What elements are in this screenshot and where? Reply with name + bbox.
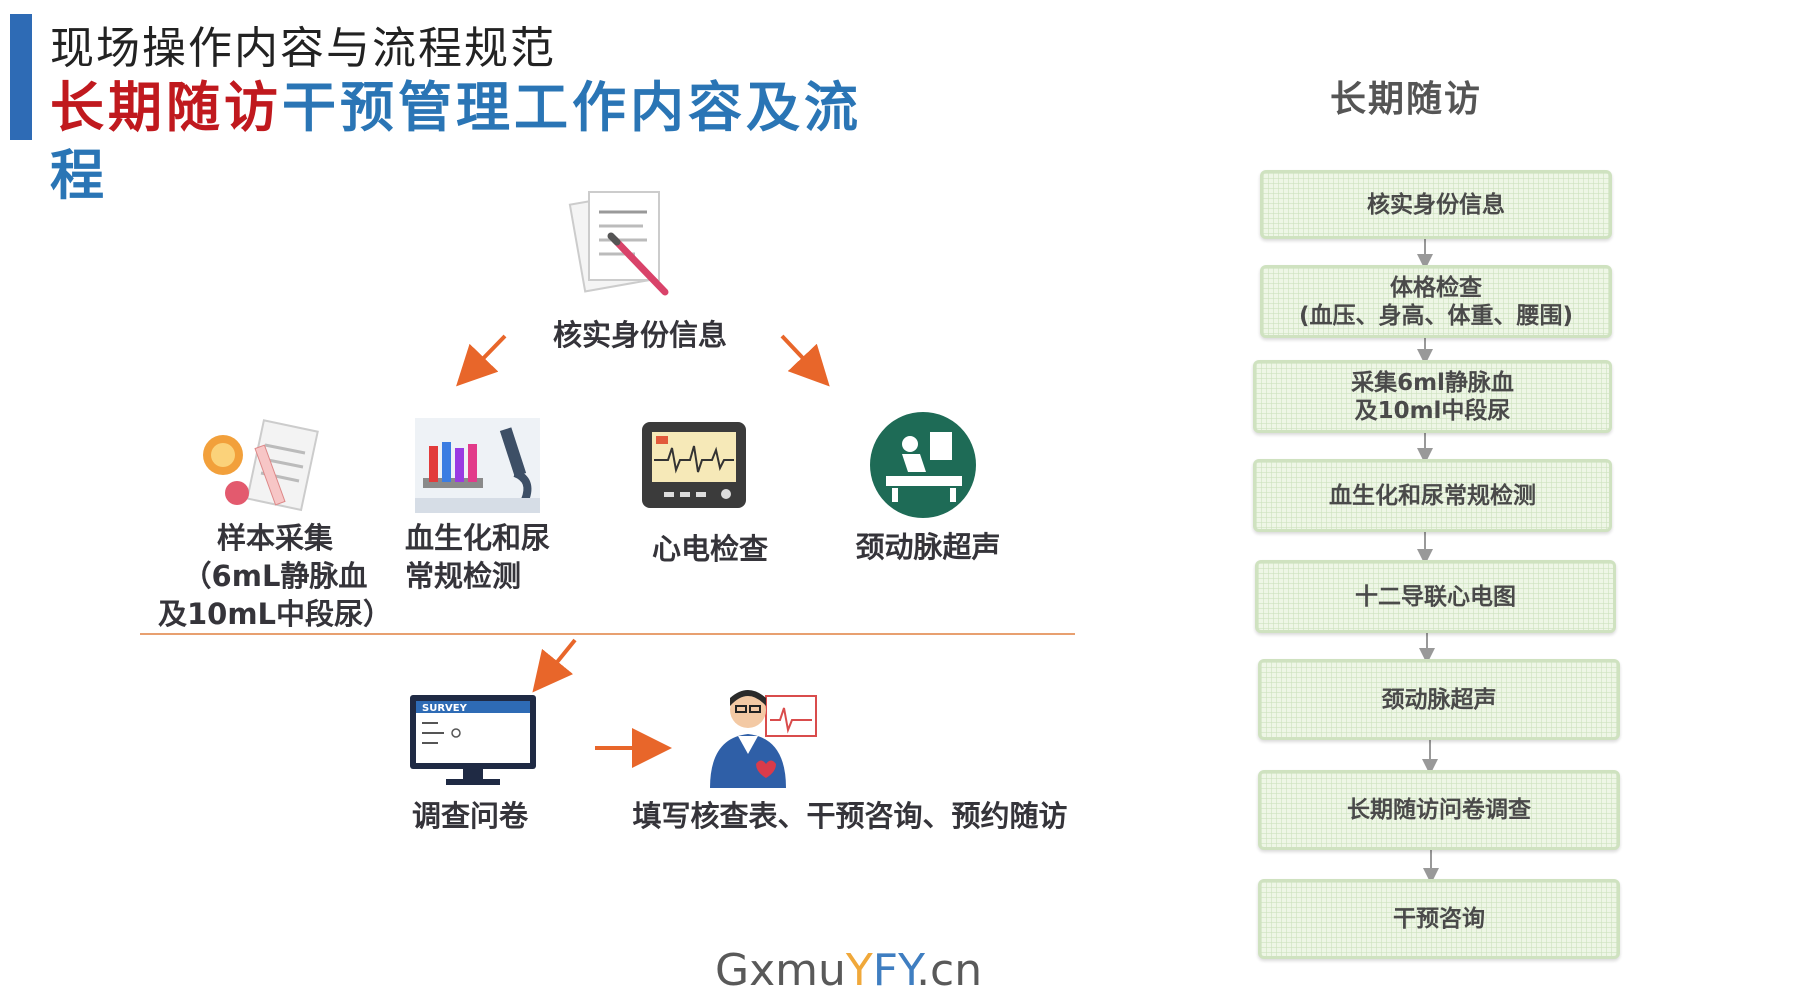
- diagram-connectors: [140, 334, 1075, 768]
- title-accent-bar: [10, 14, 32, 140]
- survey-screen-text: SURVEY: [422, 703, 468, 714]
- watermark-part2: Y: [845, 945, 873, 996]
- flow-step-7: 长期随访问卷调查: [1258, 770, 1620, 850]
- survey-monitor-icon: SURVEY: [410, 695, 536, 785]
- carotid-ultrasound-label: 颈动脉超声: [855, 530, 1001, 564]
- title-highlight: 长期随访: [50, 76, 282, 139]
- title-rest: 干预管理工作内容及流程: [50, 76, 862, 207]
- flow-step-3: 采集6ml静脉血 及10ml中段尿: [1253, 360, 1612, 433]
- flow-step-1: 核实身份信息: [1260, 170, 1612, 239]
- page-title: 长期随访干预管理工作内容及流程: [50, 74, 870, 210]
- arrow-to-survey: [532, 638, 577, 693]
- final-step-label: 填写核查表、干预咨询、预约随访: [632, 799, 1068, 833]
- doctor-heart-icon: [710, 690, 817, 788]
- page-subtitle: 现场操作内容与流程规范: [50, 23, 556, 74]
- ultrasound-patient-icon: [870, 412, 976, 518]
- survey-label: 调查问卷: [411, 799, 528, 833]
- sample-tubes-icon: [203, 419, 319, 512]
- ecg-check-label: 心电检查: [651, 532, 768, 566]
- flowchart-title: 长期随访: [1330, 79, 1483, 120]
- flow-step-8: 干预咨询: [1258, 879, 1620, 959]
- flow-step-6: 颈动脉超声: [1258, 659, 1620, 740]
- arrow-left-down: [456, 334, 507, 387]
- document-pen-icon: [568, 191, 669, 296]
- microscope-tubes-icon: [415, 418, 540, 513]
- ecg-monitor-icon: [642, 422, 746, 508]
- sample-collection-label: 样本采集 （6mL静脉血 及10mL中段尿）: [157, 521, 393, 631]
- site-watermark: GxmuYFY.cn: [715, 945, 982, 996]
- flow-step-5: 十二导联心电图: [1255, 560, 1616, 633]
- watermark-part4: .cn: [916, 945, 983, 996]
- watermark-part1: Gxmu: [715, 945, 846, 996]
- verify-identity-label: 核实身份信息: [552, 318, 727, 352]
- blood-urine-test-label: 血生化和尿 常规检测: [405, 521, 551, 593]
- flow-step-2: 体格检查 (血压、身高、体重、腰围): [1260, 265, 1612, 338]
- flow-step-4: 血生化和尿常规检测: [1253, 459, 1612, 532]
- arrow-right-down: [780, 334, 830, 387]
- watermark-part3: FY: [872, 945, 917, 996]
